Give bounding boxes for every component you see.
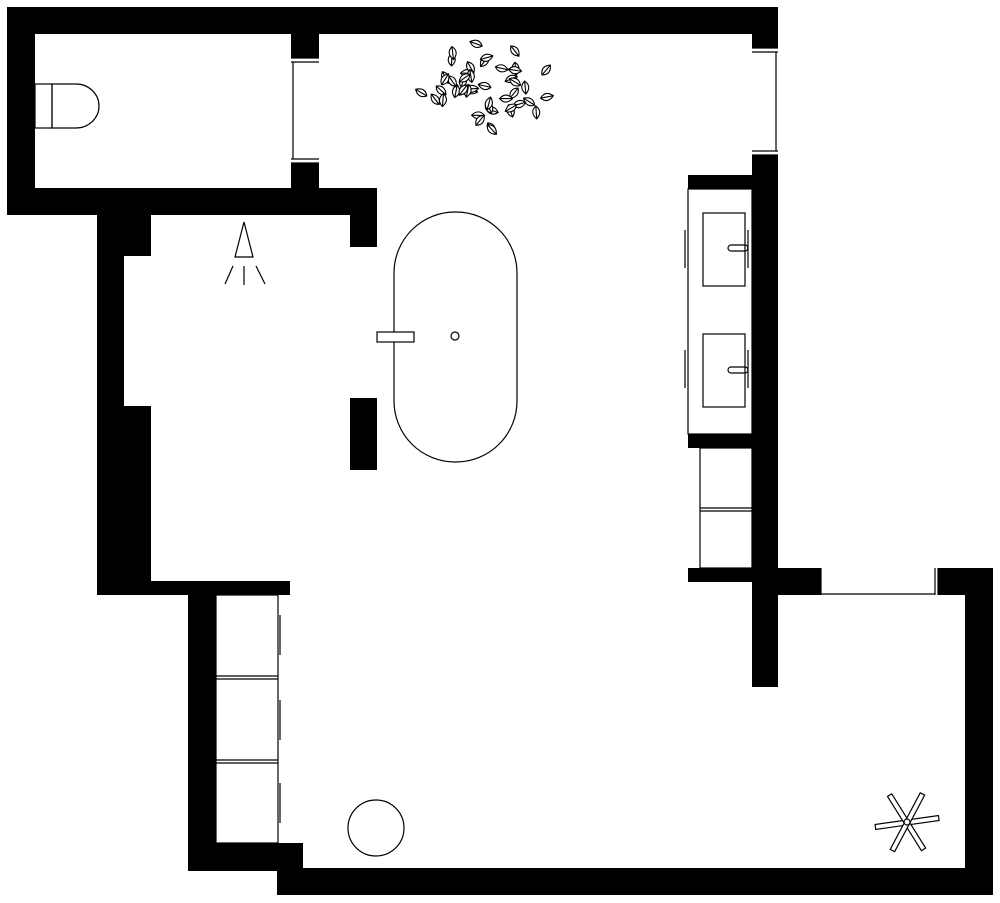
wall-left-notch-upper	[124, 215, 151, 256]
plant-icon	[414, 39, 555, 135]
plant-leaf	[498, 94, 514, 103]
plant-leaf	[451, 83, 461, 99]
wall-bottom	[277, 868, 993, 895]
wall-shower-partition	[350, 188, 377, 247]
wall-vanity-mid	[688, 434, 752, 448]
plant-leaf	[448, 45, 457, 61]
plant-leaf	[504, 103, 518, 113]
plant-leaf	[458, 73, 471, 83]
wall-wc-bottom	[7, 188, 377, 215]
wall-tub-partition	[350, 398, 377, 470]
shower-head-icon	[224, 221, 266, 285]
wall-right	[965, 568, 993, 895]
plant-leaf	[521, 80, 530, 95]
plant-leaf	[469, 39, 483, 49]
sink-icon	[702, 333, 749, 408]
cabinet-icon	[699, 447, 753, 569]
toilet-icon	[34, 83, 100, 129]
plant-leaf	[494, 64, 509, 73]
cabinet-icon	[215, 594, 281, 844]
wall-upper-right-top	[752, 7, 778, 48]
wall-vanity-top	[688, 175, 752, 189]
plant-leaf	[458, 84, 469, 96]
walls	[7, 7, 993, 895]
plant-leaf	[438, 92, 447, 108]
wall-wc-right-upper	[291, 34, 319, 58]
bathtub-icon	[376, 211, 518, 463]
sink-icon	[702, 212, 749, 287]
circle-stool-icon	[347, 799, 405, 857]
wall-top	[7, 7, 778, 34]
vanity	[684, 188, 753, 435]
plant-leaf	[414, 88, 428, 98]
wall-lower-left	[188, 581, 216, 871]
bathtub-faucet	[376, 331, 415, 343]
wall-upper-right	[752, 155, 778, 687]
plant-leaf	[475, 114, 485, 126]
plant-leaf	[486, 124, 497, 135]
plant-leaf	[477, 81, 492, 91]
wall-right-top	[938, 568, 993, 595]
plant-leaf	[532, 105, 541, 120]
wall-left	[97, 188, 124, 595]
plant-leaf	[541, 64, 551, 76]
fan-icon	[874, 791, 940, 853]
openings	[291, 47, 939, 595]
wall-wc-left	[7, 7, 35, 215]
plant-leaf	[484, 96, 493, 111]
bathtub-drain	[450, 331, 460, 341]
wall-left-notch-lower	[124, 406, 151, 595]
plant-leaf	[440, 73, 450, 86]
vanity-counter	[687, 188, 753, 435]
plant-leaf	[508, 77, 522, 87]
plant-leaf	[522, 97, 536, 107]
wall-wc-right-lower	[291, 163, 319, 190]
plant-leaf	[539, 92, 555, 102]
plant-leaf	[509, 87, 519, 99]
plant-leaf	[479, 53, 494, 62]
plant-leaf	[510, 45, 520, 57]
wall-lower-right-stub	[778, 568, 821, 595]
plant-leaf	[435, 85, 447, 96]
plant-leaf	[507, 66, 523, 75]
